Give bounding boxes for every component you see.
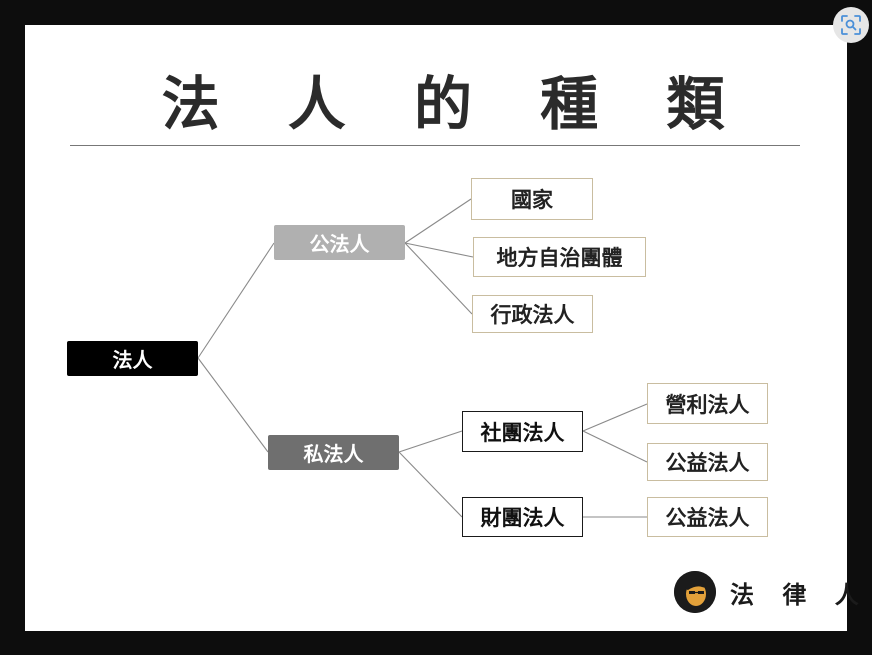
- node-administrative-juridical-person: 行政法人: [472, 295, 593, 333]
- brand-logo-block: 法 律 人: [674, 571, 869, 613]
- image-search-button[interactable]: [833, 7, 869, 43]
- node-juridical-person: 法人: [67, 341, 198, 376]
- node-state: 國家: [471, 178, 593, 220]
- link-corp-public: [582, 430, 648, 463]
- node-for-profit-association: 營利法人: [647, 383, 768, 424]
- lawyer-head-icon: [674, 571, 716, 613]
- node-public-interest-foundation: 公益法人: [647, 497, 768, 537]
- image-search-icon: [841, 15, 861, 35]
- brand-name: 法 律 人: [730, 580, 869, 609]
- node-local-self-government: 地方自治團體: [473, 237, 646, 277]
- diagram-card: 法 人 的 種 類: [25, 25, 847, 631]
- node-private-juridical-person: 私法人: [268, 435, 399, 470]
- title-divider: [70, 145, 800, 146]
- link-root-private: [197, 357, 269, 453]
- node-public-interest-association: 公益法人: [647, 443, 768, 481]
- node-incorporated-association: 社團法人: [462, 411, 583, 452]
- link-private-found: [398, 451, 463, 518]
- link-public-admin: [404, 242, 473, 315]
- link-public-local: [404, 242, 474, 258]
- node-foundation: 財團法人: [462, 497, 583, 537]
- link-private-corp: [398, 430, 463, 453]
- link-root-public: [197, 242, 275, 359]
- diagram-title: 法 人 的 種 類: [161, 70, 749, 138]
- node-public-juridical-person: 公法人: [274, 225, 405, 260]
- link-corp-profit: [582, 403, 648, 432]
- link-public-state: [404, 198, 472, 244]
